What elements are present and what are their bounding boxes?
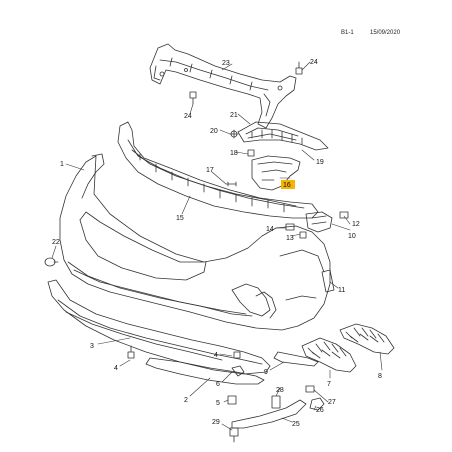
callout-16: 16 [283, 182, 291, 189]
fog-grille-8 [339, 323, 395, 355]
lower-trim-2 [145, 357, 265, 385]
callout-1: 1 [60, 161, 64, 168]
callout-27: 27 [328, 399, 336, 406]
bracket-28 [271, 395, 281, 409]
clip-13 [299, 231, 307, 239]
callout-12: 12 [352, 221, 360, 228]
callout-24-left: 24 [184, 113, 192, 120]
clip-5 [227, 395, 237, 405]
diagram-ref: B1-1 [341, 30, 354, 36]
callout-21: 21 [230, 112, 238, 119]
callout-25: 25 [292, 421, 300, 428]
upper-crossmember [149, 43, 297, 129]
bracket-16 [247, 149, 301, 191]
callout-6: 6 [216, 381, 220, 388]
callout-4-left: 4 [114, 365, 118, 372]
fog-grille-7 [301, 337, 357, 373]
callout-10: 10 [348, 233, 356, 240]
callout-29: 29 [212, 419, 220, 426]
callout-3: 3 [90, 343, 94, 350]
callout-22: 22 [52, 239, 60, 246]
clip-12 [339, 211, 349, 219]
trim-strip-9 [273, 351, 319, 367]
clip-29 [229, 427, 239, 443]
clip-6 [231, 365, 245, 377]
screw-17 [225, 181, 237, 187]
callout-15: 15 [176, 215, 184, 222]
callout-26: 26 [316, 407, 324, 414]
callout-11: 11 [338, 287, 345, 294]
clip-24-left [189, 91, 197, 105]
callout-5: 5 [216, 400, 220, 407]
highlight-16 [281, 180, 295, 189]
bolt-22 [44, 257, 59, 267]
callout-8: 8 [378, 373, 382, 380]
callout-4-right: 4 [214, 352, 218, 359]
impact-absorber-15 [117, 121, 319, 219]
bumper-cover-1 [59, 153, 331, 331]
callout-9: 9 [264, 369, 268, 376]
callout-7: 7 [327, 381, 331, 388]
callout-18: 18 [230, 150, 238, 157]
callout-17: 17 [206, 167, 214, 174]
bracket-10 [305, 211, 333, 233]
callout-23: 23 [222, 60, 230, 67]
callout-14: 14 [266, 226, 274, 233]
bolt-20 [229, 129, 239, 139]
callout-24-right: 24 [310, 59, 318, 66]
bracket-11 [321, 269, 335, 293]
diagram-date: 15/09/2020 [370, 30, 401, 36]
bracket-21 [237, 121, 329, 151]
callout-13: 13 [286, 235, 294, 242]
callout-2: 2 [184, 397, 188, 404]
callout-labels: 1 2 3 4 4 5 6 7 8 9 10 11 12 13 14 15 16… [52, 59, 382, 428]
callout-19: 19 [316, 159, 324, 166]
cap-26 [309, 397, 325, 411]
callout-28: 28 [276, 387, 284, 394]
lower-spoiler-3 [47, 279, 271, 375]
callout-20: 20 [210, 128, 218, 135]
clip-4-right [233, 351, 241, 359]
clip-4-left [127, 345, 135, 359]
clip-27 [305, 385, 315, 393]
clip-24-right [295, 61, 303, 75]
leader-lines [51, 61, 383, 431]
